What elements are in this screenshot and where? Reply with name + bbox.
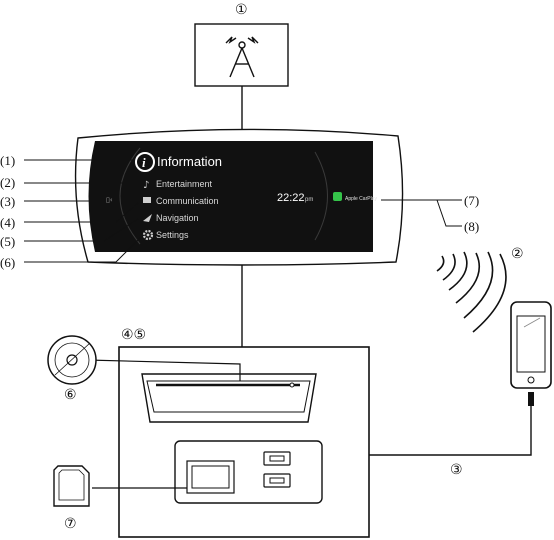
music-note-icon: ♪: [143, 180, 149, 191]
carplay-label[interactable]: Apple CarPlay: [345, 196, 377, 202]
display-screen: [88, 141, 373, 252]
gear-icon: [142, 229, 154, 241]
usb-port-2: [263, 473, 291, 488]
side-indicator-icon: ▯‹: [106, 196, 113, 204]
callout-1: ①: [235, 2, 248, 18]
svg-text:i: i: [142, 155, 146, 170]
leader-5: [24, 218, 139, 242]
callout-7: ⑦: [64, 516, 77, 532]
clock-suffix: pm: [305, 197, 313, 203]
right-callouts: [381, 199, 462, 227]
callout-left-1: (1): [0, 153, 15, 168]
chat-icon: [143, 197, 151, 203]
carplay-icon[interactable]: [333, 192, 342, 201]
callout-left-5: (5): [0, 234, 15, 249]
screen-arc-right: [314, 151, 328, 241]
menu-navigation[interactable]: Navigation: [156, 213, 199, 223]
cd-slot: [141, 373, 317, 423]
callout-left-6: (6): [0, 255, 15, 270]
left-callouts: [24, 159, 141, 263]
sd-card-icon: [53, 465, 90, 507]
usb-port-1: [263, 451, 291, 466]
callout-6: ⑥: [64, 387, 77, 403]
cd-disc-icon: [47, 335, 97, 385]
leader-4: [24, 202, 139, 223]
callout-3: ③: [450, 462, 463, 478]
usb-sd-panel: [174, 440, 323, 504]
display-unit: i Information ♪ Entertainment Communicat…: [74, 128, 404, 266]
antenna-box: [194, 23, 289, 87]
cd-leader: [86, 359, 241, 381]
screen-arc-left: [119, 147, 141, 245]
callout-2: ②: [511, 246, 524, 262]
clock-time: 22:22: [277, 192, 305, 204]
menu-information[interactable]: Information: [157, 154, 222, 169]
wireless-waves-icon: [436, 251, 507, 333]
callout-right-7: (7): [464, 193, 479, 208]
callout-right-8: (8): [464, 219, 479, 234]
callout-left-2: (2): [0, 175, 15, 190]
navigation-arrow-icon: [143, 214, 152, 222]
callout-left-3: (3): [0, 194, 15, 209]
antenna-icon: [225, 36, 259, 78]
menu-entertainment[interactable]: Entertainment: [156, 179, 213, 189]
menu-settings[interactable]: Settings: [156, 230, 189, 240]
menu-communication[interactable]: Communication: [156, 196, 219, 206]
callout-45: ④⑤: [121, 327, 146, 343]
antenna-unit: ①: [194, 2, 289, 131]
leader-8: [436, 199, 462, 227]
leader-6: [24, 237, 141, 263]
smartphone-icon: [510, 301, 552, 389]
callout-left-4: (4): [0, 215, 15, 230]
info-icon: i: [135, 152, 155, 172]
